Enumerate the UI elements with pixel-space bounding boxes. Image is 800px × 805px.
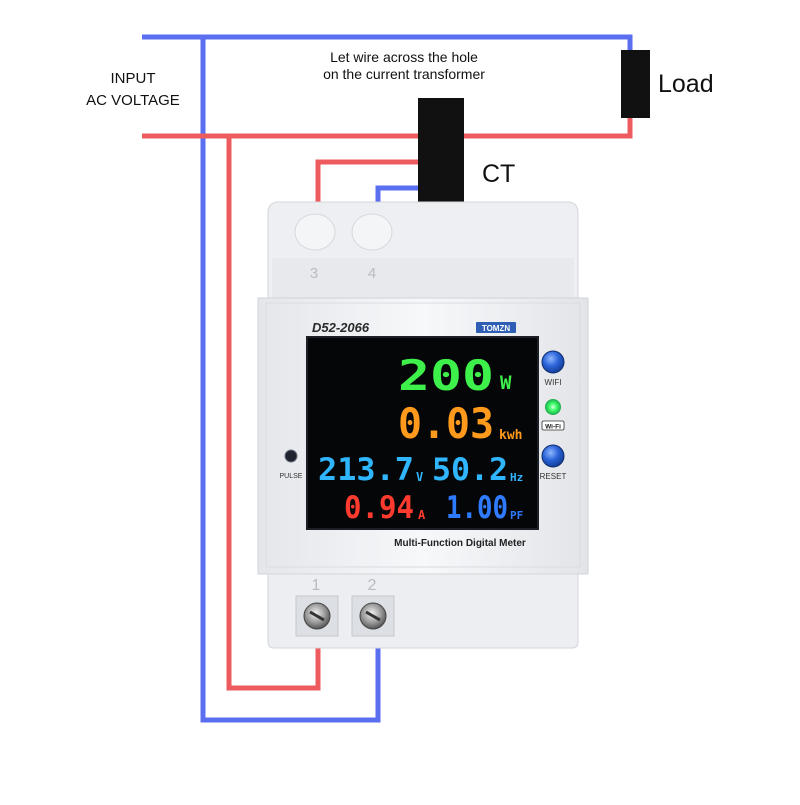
- wifi-button[interactable]: [541, 350, 565, 374]
- frequency-unit: Hz: [510, 471, 523, 484]
- current-unit: A: [418, 508, 426, 522]
- meter-caption: Multi-Function Digital Meter: [394, 538, 526, 549]
- terminal-3-label: 3: [310, 265, 318, 282]
- power-factor-value: 1.00: [446, 490, 508, 526]
- voltage-value: 213.7: [318, 452, 414, 488]
- load-block: [621, 50, 650, 118]
- frequency-value: 50.2: [432, 452, 508, 488]
- status-led: [545, 399, 561, 415]
- input-ac-voltage-label: INPUT AC VOLTAGE: [60, 68, 206, 112]
- power-value: 200: [398, 351, 494, 400]
- note-line2: on the current transformer: [323, 66, 485, 82]
- ct-block: [418, 98, 464, 202]
- pulse-label: PULSE: [280, 473, 303, 480]
- ct-instruction-note: Let wire across the hole on the current …: [278, 49, 530, 83]
- power-unit: W: [500, 372, 512, 394]
- wifi-icon: Wi-Fi: [545, 424, 561, 431]
- input-label-line2: AC VOLTAGE: [86, 92, 180, 109]
- terminal-4-label: 4: [368, 265, 376, 282]
- voltage-unit: V: [416, 470, 423, 484]
- brand-label: TOMZN: [482, 324, 511, 333]
- power-factor-unit: PF: [510, 509, 523, 522]
- note-line1: Let wire across the hole: [330, 49, 478, 65]
- pulse-led: [284, 449, 298, 463]
- wifi-badge: [541, 420, 565, 431]
- terminal-2-label: 2: [368, 577, 377, 594]
- energy-unit: kwh: [499, 428, 522, 443]
- ct-label: CT: [482, 160, 516, 188]
- current-value: 0.94: [344, 490, 414, 526]
- load-label: Load: [658, 70, 714, 98]
- live-wire: [142, 118, 633, 691]
- terminal-1-label: 1: [312, 577, 321, 594]
- reset-button-label: RESET: [540, 472, 567, 481]
- lcd-screen: [306, 336, 539, 530]
- brand-badge: [476, 322, 516, 333]
- energy-value: 0.03: [398, 399, 494, 448]
- wifi-button-label: WIFI: [545, 378, 562, 387]
- model-label: D52-2066: [312, 320, 370, 335]
- input-label-line1: INPUT: [110, 70, 156, 87]
- reset-button[interactable]: [541, 444, 565, 468]
